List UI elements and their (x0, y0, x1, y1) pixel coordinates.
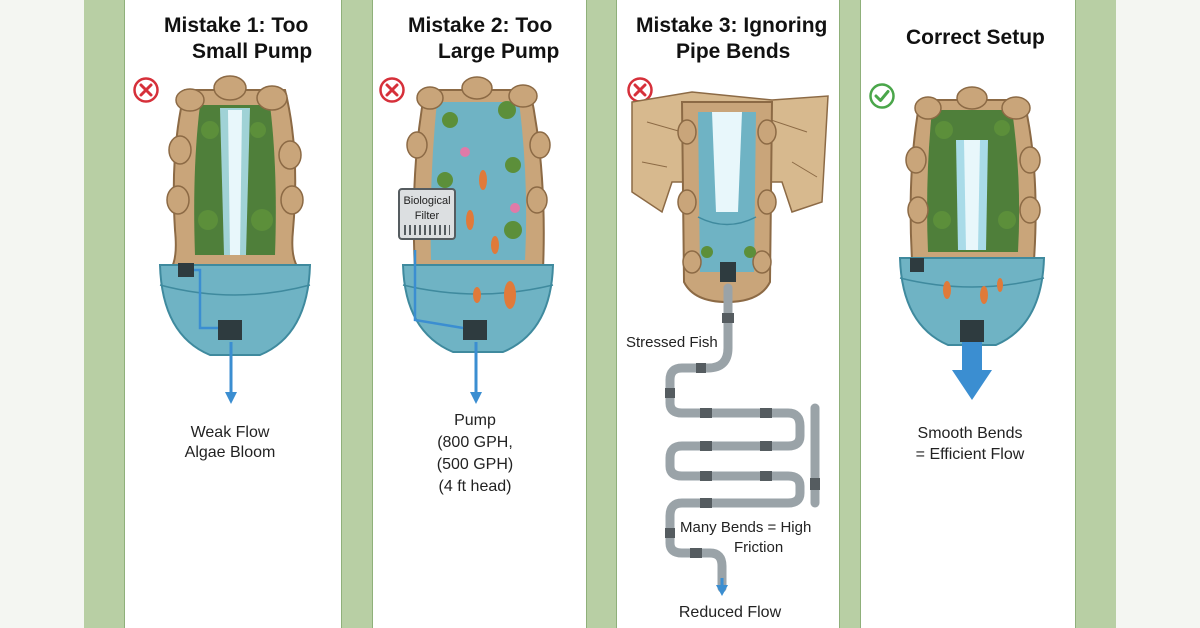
panel-2-caption-line3: (500 GPH) (436, 456, 514, 473)
panel-1-caption-line2: Algae Bloom (184, 444, 276, 461)
panel-2-caption-line2: (800 GPH, (437, 434, 513, 451)
pond-illustration-large-pump (401, 76, 555, 404)
panel-2-title-line2: Large Pump (438, 40, 560, 63)
panel-4-title: Correct Setup (906, 26, 1045, 49)
biological-filter: Biological Filter (398, 188, 456, 240)
bent-pipe-run (665, 283, 820, 596)
panel-2-caption-line1: Pump (454, 412, 496, 429)
panel-1-title-line1: Mistake 1: Too (164, 14, 309, 37)
panel-2-caption-line4: (4 ft head) (438, 478, 512, 495)
filter-grille (404, 225, 450, 235)
pond-illustration-pipe-bends (631, 91, 829, 304)
panel-1-caption-line1: Weak Flow (190, 424, 270, 441)
panel-3-title-line1: Mistake 3: Ignoring (636, 14, 828, 37)
panel-2-title-line1: Mistake 2: Too (408, 14, 553, 37)
panel-3-caption: Reduced Flow (678, 604, 782, 621)
check-icon (869, 83, 895, 109)
stressed-fish-label: Stressed Fish (626, 333, 718, 353)
filter-label-line2: Filter (414, 210, 440, 222)
filter-label-line1: Biological (403, 195, 451, 207)
panel-1-title-line2: Small Pump (192, 40, 313, 63)
panel-4-caption-line2: = Efficient Flow (915, 446, 1025, 463)
pond-illustration-correct (898, 86, 1046, 400)
panel-4-caption-line1: Smooth Bends (917, 425, 1023, 442)
panel-3-title-line2: Pipe Bends (676, 40, 791, 63)
pond-illustration-small-pump (158, 75, 312, 404)
error-x-icon (133, 77, 159, 103)
error-x-icon (379, 77, 405, 103)
bends-label-line2: Friction (734, 538, 784, 558)
bends-label-line1: Many Bends = High (680, 518, 812, 538)
